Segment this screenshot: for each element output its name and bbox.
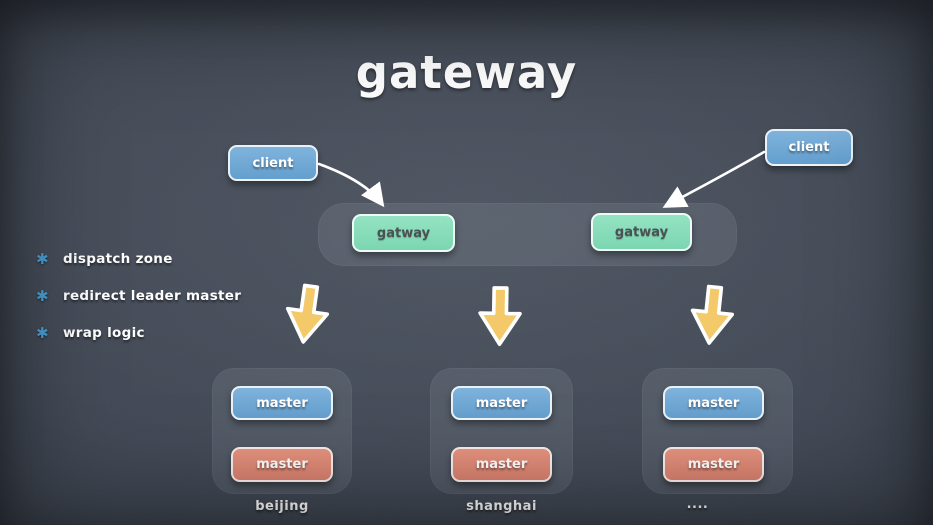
down-arrow-icon xyxy=(478,286,522,346)
curved-arrow-icon xyxy=(317,162,385,208)
master-label: master xyxy=(687,457,740,472)
asterisk-bullet-icon: ✱ xyxy=(36,250,49,268)
slide-title: gateway xyxy=(355,46,578,99)
gateway-label: gatway xyxy=(376,225,431,241)
master-label: master xyxy=(256,395,308,411)
asterisk-bullet-icon: ✱ xyxy=(36,287,49,305)
down-arrow-icon xyxy=(285,283,330,344)
asterisk-bullet-icon: ✱ xyxy=(36,324,49,342)
master-node: master xyxy=(451,386,552,420)
list-item: ✱ dispatch zone xyxy=(36,248,241,270)
master-node: master xyxy=(231,386,333,420)
master-node: master xyxy=(663,447,764,482)
down-arrow-icon xyxy=(690,284,735,345)
bullet-label: dispatch zone xyxy=(63,251,173,267)
gateway-node-left: gatway xyxy=(352,214,455,252)
bullet-list: ✱ dispatch zone ✱ redirect leader master… xyxy=(36,248,241,359)
master-label: master xyxy=(256,457,308,472)
list-item: ✱ wrap logic xyxy=(36,322,241,344)
client-node-right: client xyxy=(765,129,853,166)
zone-label-other: .... xyxy=(686,497,709,512)
master-label: master xyxy=(475,457,528,472)
client-label: client xyxy=(788,140,830,155)
master-label: master xyxy=(475,395,528,411)
list-item: ✱ redirect leader master xyxy=(36,285,241,307)
zone-label-shanghai: shanghai xyxy=(466,499,537,514)
bullet-label: redirect leader master xyxy=(63,288,242,304)
gateway-label: gatway xyxy=(614,224,669,240)
bullet-label: wrap logic xyxy=(63,325,145,341)
master-node: master xyxy=(451,447,552,482)
gateway-node-right: gatway xyxy=(591,213,692,251)
zone-label-beijing: beijing xyxy=(255,499,309,514)
client-node-left: client xyxy=(228,145,318,181)
client-label: client xyxy=(252,155,294,171)
master-label: master xyxy=(687,395,740,411)
master-node: master xyxy=(231,447,333,482)
curved-arrow-icon xyxy=(662,150,766,208)
master-node: master xyxy=(663,386,764,420)
